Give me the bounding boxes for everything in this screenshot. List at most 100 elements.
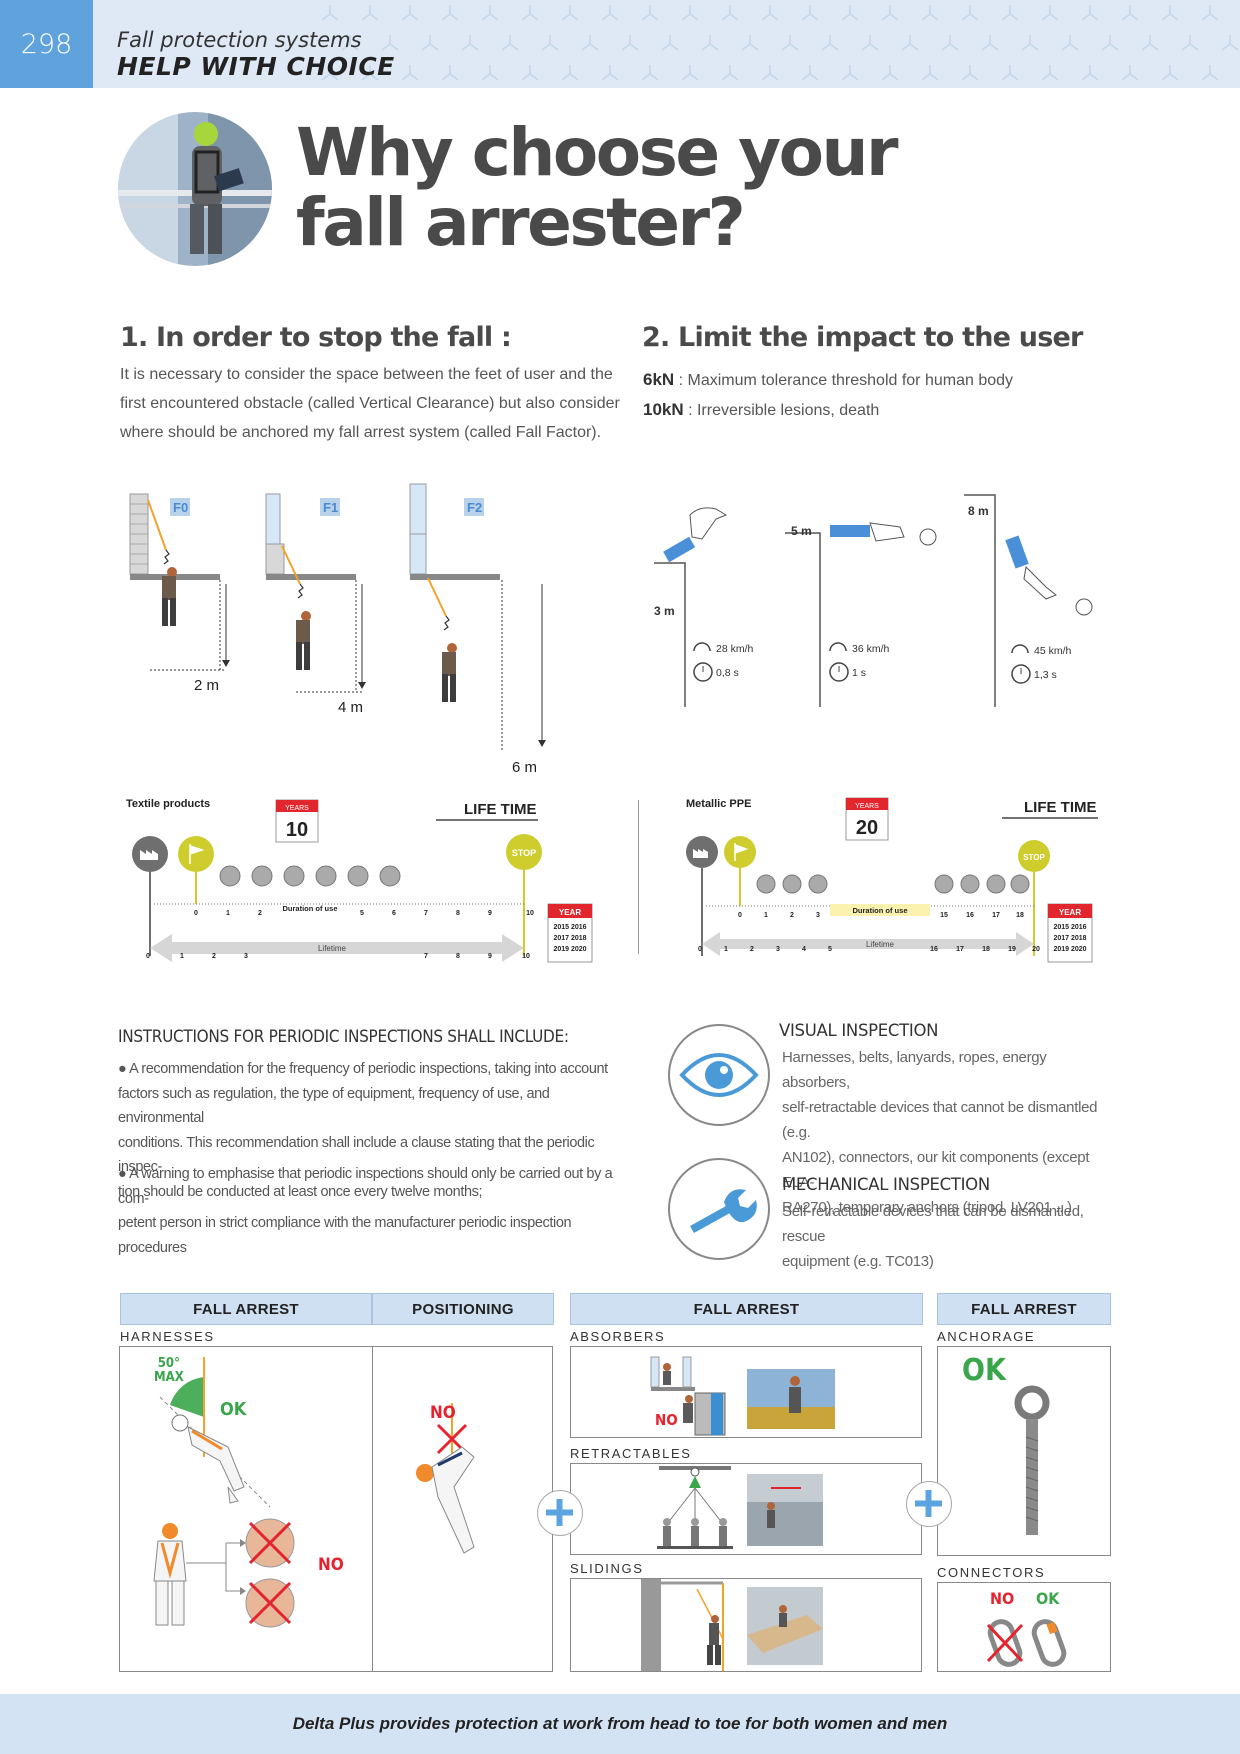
harness-no-label: NO: [318, 1555, 344, 1575]
slidings-box: [570, 1578, 922, 1672]
footer-tagline: Delta Plus provides protection at work f…: [0, 1694, 1240, 1754]
fall-8m: 8 m 45 km/h 1,3 s: [964, 494, 1093, 707]
svg-text:0: 0: [738, 912, 742, 919]
svg-text:5: 5: [360, 910, 364, 917]
cat-absorbers: ABSORBERS: [570, 1329, 666, 1344]
flag-icon: [178, 836, 214, 872]
svg-text:3: 3: [776, 946, 780, 953]
header-fall-arrest-3: FALL ARREST: [937, 1293, 1111, 1325]
f0-label: F0: [173, 500, 188, 515]
instructions-item-frequency: ● A recommendation for the frequency of …: [118, 1061, 608, 1200]
eye-icon: [668, 1024, 770, 1126]
svg-text:18: 18: [982, 946, 990, 953]
cat-connectors: CONNECTORS: [937, 1565, 1046, 1580]
svg-text:2015 2016: 2015 2016: [1053, 924, 1086, 931]
lifetime-metallic: Metallic PPE YEARS 20 LIFE TIME STOP Dur…: [686, 797, 1098, 963]
svg-text:YEARS: YEARS: [285, 805, 309, 812]
svg-text:2: 2: [790, 912, 794, 919]
section2-text: 6kN : Maximum tolerance threshold for hu…: [643, 365, 1163, 425]
connectors-no-label: NO: [990, 1589, 1015, 1608]
header-subtitle: Fall protection systems: [117, 28, 362, 52]
stop-icon: [506, 834, 542, 870]
fall-factor-f0: F0 2 m: [129, 493, 230, 694]
year-calendar: YEAR 2015 2016 2017 2018 2019 2020: [1047, 903, 1093, 963]
f2-distance: 6 m: [512, 759, 537, 776]
threshold-10kn: 10kN : Irreversible lesions, death: [643, 400, 880, 419]
fall-3m: 3 m 28 km/h 0,8 s: [654, 507, 754, 707]
eyebolt-icon: [1014, 1385, 1050, 1535]
svg-text:Lifetime: Lifetime: [866, 940, 895, 949]
svg-text:16: 16: [966, 912, 974, 919]
svg-text:1,3 s: 1,3 s: [1034, 669, 1057, 681]
fall-5m: 5 m 36 km/h 1 s: [785, 522, 937, 707]
svg-text:2019 2020: 2019 2020: [553, 946, 586, 953]
section1-text: It is necessary to consider the space be…: [120, 366, 620, 441]
mechanical-inspection-title: MECHANICAL INSPECTION: [782, 1175, 990, 1194]
svg-text:2: 2: [258, 910, 262, 917]
header-fall-arrest-1: FALL ARREST: [120, 1293, 372, 1325]
clock-icon: [1011, 664, 1031, 684]
speed-icon: [1011, 644, 1029, 654]
svg-text:20: 20: [856, 817, 878, 839]
header-title: HELP WITH CHOICE: [117, 52, 395, 81]
svg-text:0,8 s: 0,8 s: [716, 667, 739, 679]
page-number: 298: [0, 0, 93, 88]
svg-text:STOP: STOP: [512, 848, 536, 858]
svg-text:10: 10: [526, 910, 534, 917]
svg-text:1: 1: [180, 953, 184, 960]
svg-text:5: 5: [828, 946, 832, 953]
svg-text:7: 7: [424, 910, 428, 917]
svg-text:Metallic PPE: Metallic PPE: [686, 798, 751, 810]
harness-angle-label: 50° MAX: [154, 1356, 184, 1385]
svg-text:9: 9: [488, 953, 492, 960]
svg-text:5 m: 5 m: [791, 524, 812, 538]
main-title: Why choose your fall arrester?: [296, 114, 899, 261]
year-calendar: YEAR 2015 2016 2017 2018 2019 2020: [547, 903, 593, 963]
svg-text:4: 4: [802, 946, 806, 953]
carabiner-icons: [986, 1619, 1067, 1667]
fall-factor-f1: F1 4 m: [265, 493, 366, 716]
plus-icon: [906, 1481, 952, 1527]
cat-slidings: SLIDINGS: [570, 1561, 644, 1576]
calendar-icon: YEARS 10: [275, 799, 319, 843]
svg-text:0: 0: [698, 946, 702, 953]
calendar-icon: YEARS 20: [845, 797, 889, 841]
anchorage-ok-label: OK: [962, 1353, 1006, 1388]
svg-text:20: 20: [1032, 946, 1040, 953]
header-pattern: [321, 5, 1239, 81]
f1-distance: 4 m: [338, 699, 363, 716]
svg-text:36 km/h: 36 km/h: [852, 643, 890, 655]
f1-label: F1: [323, 500, 338, 515]
svg-text:1: 1: [226, 910, 230, 917]
positioning-no-label: NO: [430, 1403, 456, 1423]
svg-text:3 m: 3 m: [654, 604, 675, 618]
svg-text:10: 10: [522, 953, 530, 960]
svg-text:6: 6: [392, 910, 396, 917]
svg-text:28 km/h: 28 km/h: [716, 643, 754, 655]
svg-text:8: 8: [456, 910, 460, 917]
impact-diagram: 3 m 28 km/h 0,8 s 5 m 36 km/h 1 s 8 m 45…: [654, 494, 1093, 707]
svg-text:15: 15: [940, 912, 948, 919]
fall-factor-f2: F2 6 m: [409, 483, 546, 776]
lifetime-divider: [638, 800, 639, 954]
speed-icon: [693, 642, 711, 652]
svg-text:9: 9: [488, 910, 492, 917]
svg-text:LIFE TIME: LIFE TIME: [464, 801, 537, 818]
svg-text:Duration of use: Duration of use: [282, 904, 337, 913]
section2-title: 2. Limit the impact to the user: [642, 322, 1083, 353]
retractables-box: [570, 1463, 922, 1555]
svg-text:10: 10: [286, 819, 308, 841]
svg-text:YEAR: YEAR: [1059, 908, 1081, 917]
svg-text:19: 19: [1008, 946, 1016, 953]
anchorage-box: OK: [937, 1346, 1111, 1556]
svg-text:Lifetime: Lifetime: [318, 944, 347, 953]
svg-text:16: 16: [930, 946, 938, 953]
clock-icon: [693, 662, 713, 682]
svg-text:2019 2020: 2019 2020: [1053, 946, 1086, 953]
svg-text:LIFE TIME: LIFE TIME: [1024, 799, 1097, 816]
page-header: 298 Fall protection systems HELP WITH CH…: [0, 0, 1240, 88]
harnesses-box: 50° MAX OK NO NO: [119, 1346, 553, 1672]
svg-text:17: 17: [992, 912, 1000, 919]
fall-factor-diagram: F0 2 m F1 4 m F2: [129, 483, 546, 776]
svg-text:2: 2: [750, 946, 754, 953]
